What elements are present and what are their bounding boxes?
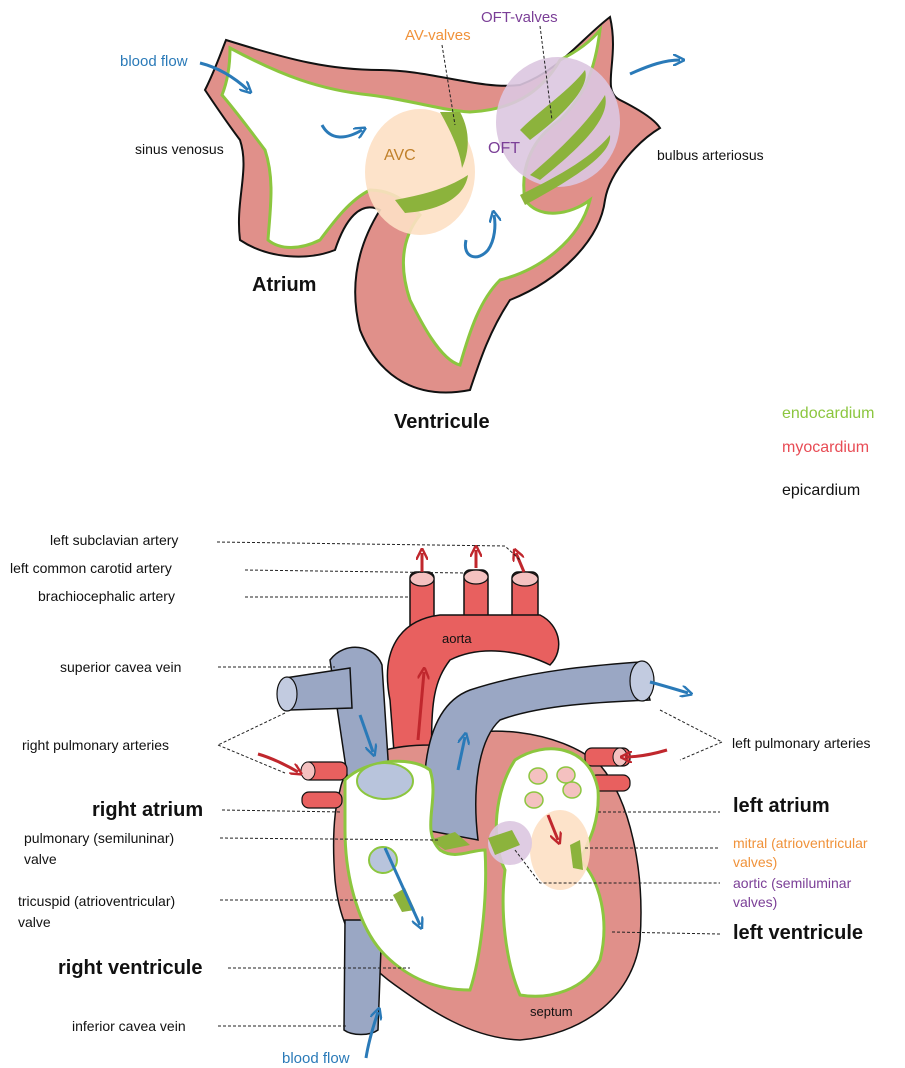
avc-label: AVC [384,147,416,164]
mitral-label-1: mitral (atrioventricular [733,835,868,851]
ventricule-label: Ventricule [394,411,490,433]
carotid-opening [464,570,488,584]
aortic-label-2: valves) [733,894,777,910]
inferior-cava-label: inferior cavea vein [72,1018,186,1034]
right-ventricule-label: right ventricule [58,957,202,979]
atrium-label: Atrium [252,274,316,296]
left-common-carotid-label: left common carotid artery [10,560,172,576]
left-atrium-label: left atrium [733,795,830,817]
oft-label: OFT [488,140,520,157]
tricuspid-label-1: tricuspid (atrioventricular) [18,893,175,909]
left-pulmonary-label: left pulmonary arteries [732,735,871,751]
right-pulmonary-opening [277,677,297,711]
brachiocephalic-opening [410,572,434,586]
aortic-label-1: aortic (semiluminar [733,875,852,891]
superior-cava-inlet [357,763,413,799]
mitral-label-2: valves) [733,854,777,870]
oft-zone [496,57,620,187]
legend-epicardium: epicardium [782,482,860,499]
pulmonary-valve-label-1: pulmonary (semiluninar) [24,830,174,846]
pulmonary-valve-label-2: valve [24,851,57,867]
left-ventricule-label: left ventricule [733,922,863,944]
tricuspid-label-2: valve [18,914,51,930]
left-pulmonary-vein-opening [613,748,627,766]
pulmonary-vein-inlet-2 [557,767,575,783]
bulbus-arteriosus-label: bulbus arteriosus [657,147,764,163]
legend-endocardium: endocardium [782,405,875,422]
left-subclavian-label: left subclavian artery [50,532,178,548]
right-pulmonary-inflow-arrow [258,754,298,772]
right-atrium-label: right atrium [92,799,203,821]
right-atrium-leader [222,810,342,812]
septum-label: septum [530,1004,573,1019]
adult-heart [217,542,722,1058]
pulmonary-vein-inlet-3 [525,792,543,808]
subclavian-flow-arrow [516,553,524,572]
left-pulmonary-leader-lower [680,742,722,760]
left-common-carotid-leader [245,570,465,573]
left-pulmonary-leader-upper [660,710,722,742]
adult-blood-flow-label: blood flow [282,1050,350,1067]
left-pulmonary-outflow-arrow [650,682,688,693]
right-pulmonary-vein-opening [301,762,315,780]
right-pulmonary-label: right pulmonary arteries [22,737,169,753]
brachiocephalic-label: brachiocephalic artery [38,588,175,604]
right-pulmonary-vein-lower [302,792,342,808]
aorta-label: aorta [442,631,472,646]
left-pulmonary-inflow-arrow [625,750,667,757]
inferior-cava-inlet [369,847,397,873]
superior-cava-label: superior cavea vein [60,659,181,675]
embryonic-heart [200,17,680,393]
pulmonary-vein-inlet-1 [529,768,547,784]
pulmonary-vein-inlet-4 [563,782,581,798]
legend-myocardium: myocardium [782,439,869,456]
embryonic-flow-out-arrow [630,60,680,74]
embryonic-blood-flow-label: blood flow [120,53,188,70]
right-pulmonary-leader-upper [218,713,285,745]
sinus-venosus-label: sinus venosus [135,141,224,157]
subclavian-opening [512,572,538,586]
oft-valves-label: OFT-valves [481,9,558,26]
av-valves-label: AV-valves [405,27,471,44]
